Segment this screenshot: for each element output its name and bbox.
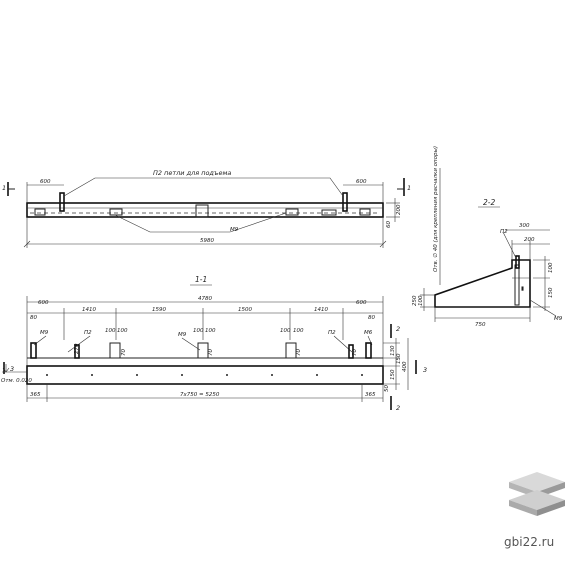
section-mark-left-label: 1	[2, 184, 6, 192]
right-dim-1: 150	[390, 369, 396, 380]
small-h-dim-1: 70	[121, 349, 127, 356]
label-p2-left: П2	[84, 330, 92, 336]
small-dim-3: 100	[193, 328, 204, 334]
label-m9-left: М9	[40, 330, 49, 336]
cut-mark-3-right-label: 3	[423, 366, 427, 374]
small-dim-0: 80	[30, 315, 37, 321]
right-dim-4: 50	[384, 385, 390, 392]
loops-leader	[63, 177, 344, 197]
section-2-2: 2-2 Отв. ∅ 40 (для крепления расчалки оп…	[412, 146, 563, 328]
m9-label-2-2: М9	[554, 316, 563, 322]
dim-150-right-2-2: 150	[548, 287, 554, 298]
dim-100-right-2-2: 100	[548, 262, 554, 273]
cut-mark-2-bottom-label: 2	[396, 404, 400, 412]
chain-dim-2: 1590	[152, 307, 166, 313]
inserts-elevation	[30, 342, 372, 359]
label-m9-mid: М9	[178, 332, 187, 338]
right-dim-3: 150	[396, 353, 402, 364]
chain-dim-5: 600	[356, 300, 367, 306]
small-h-dim-4: 70	[352, 349, 358, 356]
chain-dim-4: 1410	[314, 307, 328, 313]
m9-leader-plan	[114, 212, 287, 233]
cut-mark-2-top-label: 2	[396, 325, 400, 333]
chain-dim-ticks	[26, 296, 384, 366]
beam-dots	[46, 374, 363, 376]
embedded-plates-plan	[34, 204, 371, 218]
right-dim-0: 130	[390, 345, 396, 356]
m9-label-plan: М9	[230, 227, 239, 233]
plan-height-dim-b: 60	[386, 221, 392, 228]
small-dim-7: 80	[368, 315, 375, 321]
dim-200-2-2: 200	[524, 237, 535, 243]
overall-dim-1-1: 4780	[198, 296, 212, 302]
width-dim-2-2: 750	[475, 322, 486, 328]
beam-elevation-body	[26, 365, 384, 385]
hole-note: Отв. ∅ 40 (для крепления расчалки опоры)	[433, 146, 439, 272]
plan-height-dim-a: 200	[396, 204, 402, 215]
section-2-2-title: 2-2	[483, 198, 495, 207]
top-dim-right: 600	[356, 179, 367, 185]
lifting-loops-note: П2 петли для подъема	[153, 169, 231, 177]
m9-plate-2-2: ▮	[521, 286, 524, 292]
right-dims-1-1	[383, 338, 409, 390]
cut-mark-3-left-label: 3	[10, 365, 14, 373]
dim-100-left-2-2: 100	[418, 295, 424, 306]
small-dim-1: 100	[105, 328, 116, 334]
loop-2-2	[515, 255, 520, 269]
chain-dim-1: 1410	[82, 307, 96, 313]
label-m6-right: М6	[364, 330, 373, 336]
gbi22-logo-icon	[509, 472, 565, 516]
bottom-dim-mid: 7х750 = 5250	[180, 392, 220, 398]
section-1-1: 1-1 4780 600 1410 1590 1500 1410 600 80 …	[1, 275, 427, 412]
watermark-text: gbi22.ru	[504, 535, 555, 549]
small-h-dim-2: 70	[208, 349, 214, 356]
chain-dim-3: 1500	[238, 307, 252, 313]
small-dim-6: 100	[293, 328, 304, 334]
small-dim-2: 100	[117, 328, 128, 334]
elevation-label: Отм. 0.020	[1, 378, 32, 384]
bottom-dim-left: 365	[30, 392, 41, 398]
chain-dim-0: 600	[38, 300, 49, 306]
right-dim-2: 400	[402, 361, 408, 372]
label-p2-right: П2	[328, 330, 336, 336]
dim-300-2-2: 300	[519, 223, 530, 229]
lifting-loops-plan	[59, 192, 348, 212]
section-1-1-title: 1-1	[195, 275, 207, 284]
bottom-dim-right: 365	[365, 392, 376, 398]
small-dim-5: 100	[280, 328, 291, 334]
small-dim-4: 100	[205, 328, 216, 334]
overall-dim-plan: 5980	[200, 238, 214, 244]
small-h-dim-3: 70	[296, 349, 302, 356]
section-mark-right-label: 1	[407, 184, 411, 192]
top-dim-left: 600	[40, 179, 51, 185]
small-h-dim-0: 270	[74, 343, 80, 354]
dim-250-left-2-2: 250	[412, 295, 418, 306]
p2-label-2-2: П2	[500, 229, 508, 235]
top-view: 1 1 П2 петли для подъема 600	[2, 169, 411, 248]
